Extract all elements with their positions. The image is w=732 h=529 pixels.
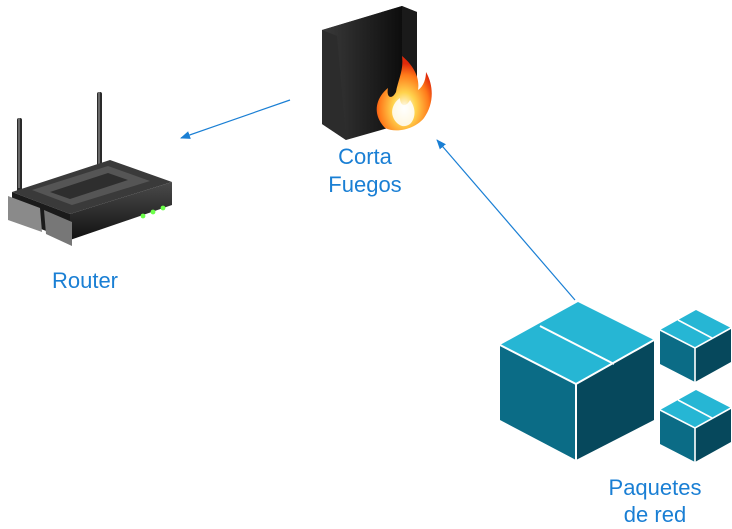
- small-box-bottom: [659, 390, 732, 462]
- small-box-top: [659, 310, 732, 382]
- package-boxes-icon: [499, 302, 732, 462]
- router-icon: [8, 92, 172, 246]
- firewall-icon: [322, 6, 432, 140]
- firewall-label-line-1: Corta: [338, 144, 393, 169]
- edge-packets-to-firewall: [436, 139, 576, 301]
- firewall-label-line-2: Fuegos: [328, 172, 401, 197]
- packets-label-line-1: Paquetes: [609, 475, 702, 500]
- big-box: [499, 302, 655, 460]
- edge-firewall-to-router: [180, 99, 291, 139]
- router-label: Router: [52, 268, 118, 293]
- packets-label-line-2: de red: [624, 502, 686, 527]
